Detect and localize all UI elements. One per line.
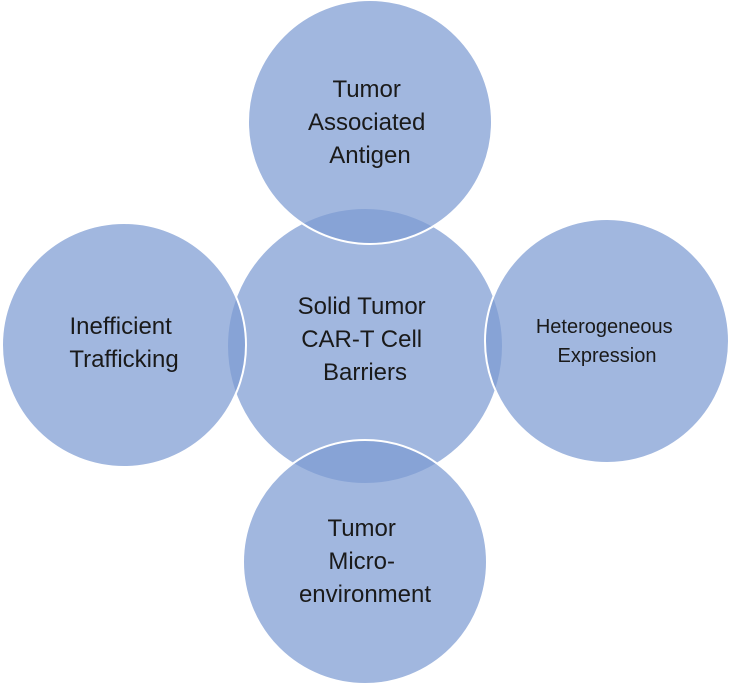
center-node: Solid Tumor CAR-T Cell Barriers: [226, 207, 504, 485]
bottom-label: Tumor Micro- environment: [299, 515, 431, 608]
right-circle: [484, 218, 730, 464]
left-node: Inefficient Trafficking: [1, 222, 247, 468]
right-label-line-2: Expression: [558, 345, 657, 367]
center-label-line-3: Barriers: [323, 359, 407, 386]
right-label: Heterogeneous Expression: [536, 316, 678, 367]
left-circle: [1, 222, 247, 468]
top-circle: [247, 0, 493, 245]
top-label: Tumor Associated Antigen: [308, 76, 432, 169]
left-label-line-1: Inefficient: [70, 313, 173, 340]
center-label: Solid Tumor CAR-T Cell Barriers: [298, 293, 433, 386]
center-label-line-1: Solid Tumor: [298, 293, 426, 320]
right-node: Heterogeneous Expression: [484, 218, 730, 464]
bottom-node: Tumor Micro- environment: [242, 439, 488, 685]
center-label-line-2: CAR-T Cell: [301, 326, 422, 353]
bottom-circle: [242, 439, 488, 685]
right-label-line-1: Heterogeneous: [536, 316, 673, 338]
bottom-label-line-1: Tumor: [327, 515, 395, 542]
top-label-line-2: Associated: [308, 109, 425, 136]
left-label-line-2: Trafficking: [69, 346, 178, 373]
bottom-label-line-2: Micro-: [328, 548, 395, 575]
top-node: Tumor Associated Antigen: [247, 0, 493, 245]
top-label-line-1: Tumor: [332, 76, 400, 103]
left-label: Inefficient Trafficking: [69, 313, 178, 373]
top-label-line-3: Antigen: [329, 142, 410, 169]
bottom-label-line-3: environment: [299, 581, 431, 608]
